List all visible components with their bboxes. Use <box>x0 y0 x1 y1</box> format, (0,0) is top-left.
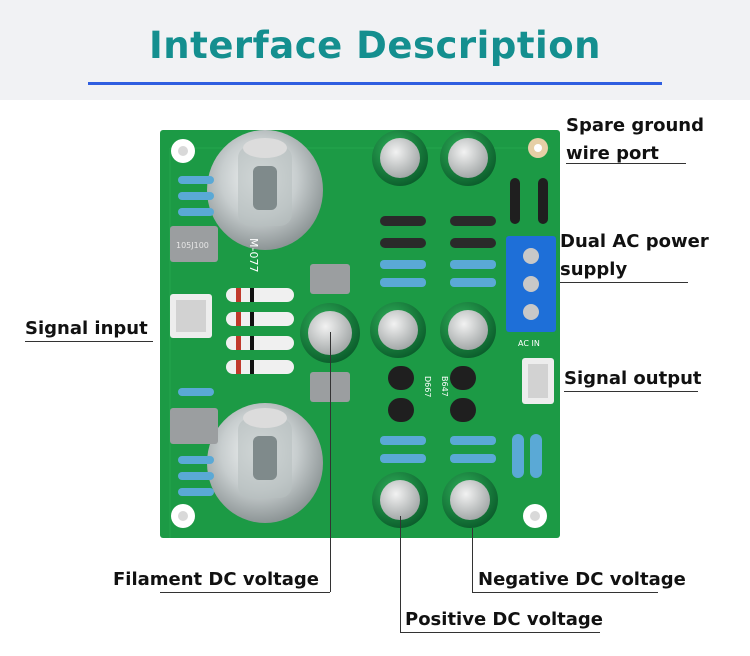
electrolytic-capacitor-top <box>372 130 496 186</box>
mounting-hole <box>171 139 547 528</box>
dual-ac-underline <box>560 282 688 283</box>
diode-marking-right: B647 <box>440 376 449 397</box>
positive-dc-underline <box>400 632 600 633</box>
resistor-row-lower <box>380 434 542 478</box>
dual-ac-label-line2: supply <box>560 259 628 280</box>
spare-ground-label-line2: wire port <box>566 143 659 164</box>
signal-output-underline <box>564 391 698 392</box>
electrolytic-capacitor-mid <box>370 302 496 358</box>
dual-ac-label-line1: Dual AC power <box>560 231 709 252</box>
vacuum-tube-top: M-077 <box>207 130 323 272</box>
signal-input-label: Signal input <box>25 318 148 339</box>
ac-terminal-block <box>506 178 556 332</box>
negative-pointer-line <box>472 528 473 592</box>
small-resistor-row <box>380 260 496 287</box>
positive-dc-label: Positive DC voltage <box>405 609 603 630</box>
resistor-column-left <box>178 176 214 496</box>
filament-dc-label: Filament DC voltage <box>113 569 319 590</box>
pcb-board-photo: M-077 105J100 <box>160 130 560 538</box>
filament-dc-underline <box>160 592 330 593</box>
positive-pointer-line <box>400 516 401 632</box>
title-underline <box>88 82 662 85</box>
spare-ground-underline <box>566 163 686 164</box>
electrolytic-capacitor-bottom <box>372 472 498 528</box>
diode-row <box>380 216 496 248</box>
signal-input-underline <box>25 341 153 342</box>
vacuum-tube-bottom <box>207 403 323 523</box>
signal-output-label: Signal output <box>564 368 702 389</box>
capacitor-code: 105J100 <box>176 241 209 250</box>
ac-in-marking: AC IN <box>518 339 540 348</box>
negative-dc-underline <box>472 592 658 593</box>
regulator-transistor <box>388 366 476 422</box>
spare-ground-label-line1: Spare ground <box>566 115 704 136</box>
audio-in-connector <box>170 294 212 338</box>
audio-out-connector <box>522 358 554 404</box>
model-marking: M-077 <box>247 238 260 272</box>
power-resistor-stack <box>226 288 294 374</box>
negative-dc-label: Negative DC voltage <box>478 569 686 590</box>
diode-marking-left: D667 <box>423 376 432 397</box>
page-title: Interface Description <box>149 24 601 67</box>
filament-pointer-line <box>330 332 331 592</box>
